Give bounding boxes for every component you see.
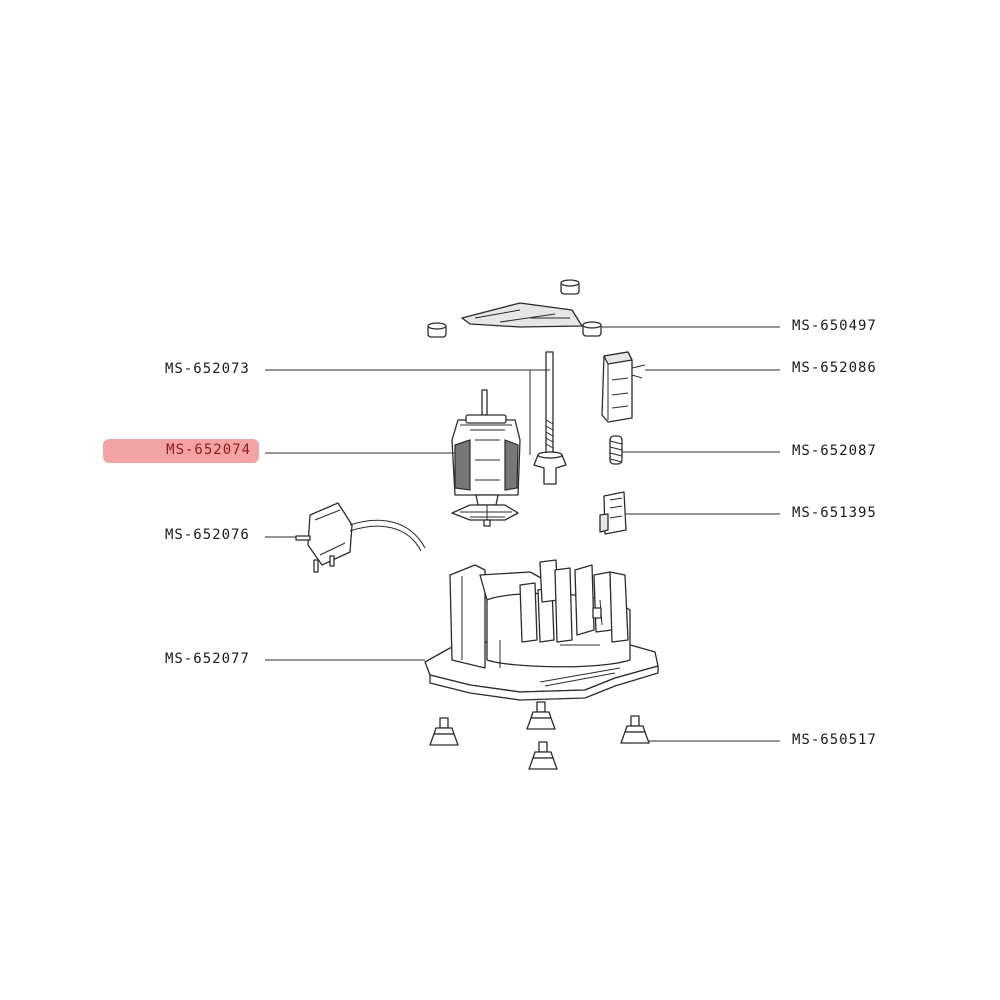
label-ms-650497[interactable]: MS-650497 bbox=[792, 318, 877, 334]
top-plate bbox=[461, 302, 583, 328]
bushing-top bbox=[560, 279, 580, 295]
rubber-feet[interactable] bbox=[429, 701, 650, 770]
top-plate-assembly[interactable] bbox=[427, 279, 602, 338]
label-ms-652087[interactable]: MS-652087 bbox=[792, 443, 877, 459]
foot-center-top bbox=[526, 701, 556, 730]
bushing-left bbox=[427, 322, 447, 338]
motor[interactable] bbox=[451, 389, 521, 527]
label-ms-652086[interactable]: MS-652086 bbox=[792, 360, 877, 376]
drive-shaft[interactable] bbox=[533, 351, 567, 485]
foot-left bbox=[429, 717, 459, 746]
switch-assembly[interactable] bbox=[601, 351, 646, 423]
label-ms-652076[interactable]: MS-652076 bbox=[165, 527, 250, 543]
leader-ms-652073 bbox=[265, 369, 550, 455]
label-ms-652077[interactable]: MS-652077 bbox=[165, 651, 250, 667]
label-ms-651395[interactable]: MS-651395 bbox=[792, 505, 877, 521]
label-ms-652074[interactable]: MS-652074 bbox=[103, 439, 259, 463]
base-housing[interactable] bbox=[424, 559, 659, 701]
power-cord[interactable] bbox=[295, 502, 426, 573]
foot-right bbox=[620, 715, 650, 744]
spring[interactable] bbox=[609, 435, 623, 465]
label-ms-652073[interactable]: MS-652073 bbox=[165, 361, 250, 377]
label-ms-650517[interactable]: MS-650517 bbox=[792, 732, 877, 748]
bushing-right bbox=[582, 321, 602, 337]
leader-lines bbox=[265, 326, 780, 742]
microswitch[interactable] bbox=[599, 491, 627, 535]
foot-center-bottom bbox=[528, 741, 558, 770]
